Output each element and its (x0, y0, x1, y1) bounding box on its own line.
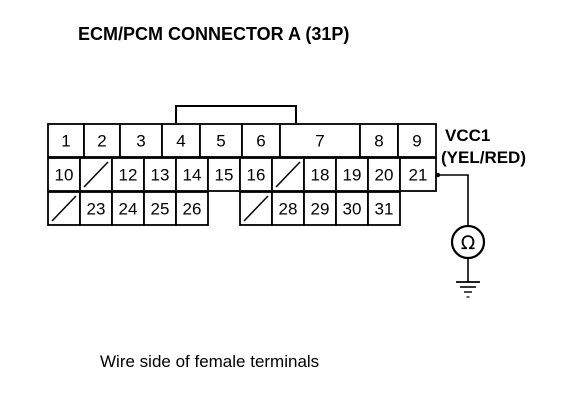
connector-lock-tab (175, 105, 297, 124)
ground-icon (456, 281, 480, 298)
terminal-23: 23 (79, 191, 113, 226)
terminal-number: 21 (409, 166, 428, 185)
terminal-12: 12 (111, 157, 145, 192)
terminal-number: 16 (247, 166, 266, 185)
terminal-number: 5 (216, 132, 225, 151)
terminal-25: 25 (143, 191, 177, 226)
terminal-number: 2 (97, 132, 106, 151)
terminal-number: 18 (311, 166, 330, 185)
terminal-number: 31 (375, 200, 394, 219)
diagram-title: ECM/PCM CONNECTOR A (31P) (78, 24, 349, 44)
terminal-26: 26 (175, 191, 209, 226)
terminal-2: 2 (83, 123, 121, 158)
terminal-18: 18 (303, 157, 337, 192)
empty-cavity (79, 157, 113, 192)
ohm-symbol: Ω (461, 232, 476, 254)
empty-cavity-slash (51, 195, 77, 222)
terminal-number: 29 (311, 200, 330, 219)
terminal-number: 6 (256, 132, 265, 151)
empty-cavity-slash (275, 161, 301, 188)
terminal-5: 5 (199, 123, 243, 158)
terminal-19: 19 (335, 157, 369, 192)
terminal-number: 19 (343, 166, 362, 185)
terminal-16: 16 (239, 157, 273, 192)
terminal-30: 30 (335, 191, 369, 226)
wire-color-label: (YEL/RED) (441, 148, 526, 167)
terminal-1: 1 (47, 123, 85, 158)
terminal-number: 7 (315, 132, 324, 151)
terminal-number: 26 (183, 200, 202, 219)
terminal-15: 15 (207, 157, 241, 192)
terminal-number: 15 (215, 166, 234, 185)
terminal-8: 8 (359, 123, 399, 158)
terminal-number: 25 (151, 200, 170, 219)
terminal-24: 24 (111, 191, 145, 226)
terminal-10: 10 (47, 157, 81, 192)
terminal-6: 6 (241, 123, 281, 158)
terminal-number: 12 (119, 166, 138, 185)
empty-cavity (271, 157, 305, 192)
diagram-caption: Wire side of female terminals (100, 352, 319, 371)
terminal-number: 23 (87, 200, 106, 219)
terminal-9: 9 (397, 123, 437, 158)
terminal-number: 4 (176, 132, 185, 151)
empty-cavity-slash (83, 161, 109, 188)
terminal-number: 28 (279, 200, 298, 219)
terminal-21: 21 (399, 157, 437, 192)
terminal-number: 8 (374, 132, 383, 151)
terminal-28: 28 (271, 191, 305, 226)
terminal-13: 13 (143, 157, 177, 192)
terminal-20: 20 (367, 157, 401, 192)
terminal-number: 14 (183, 166, 202, 185)
terminal-29: 29 (303, 191, 337, 226)
empty-cavity-slash (243, 195, 269, 222)
terminal-number: 30 (343, 200, 362, 219)
terminal-number: 9 (412, 132, 421, 151)
terminal-number: 10 (55, 166, 74, 185)
signal-name: VCC1 (445, 126, 490, 145)
terminal-4: 4 (161, 123, 201, 158)
terminal-number: 3 (136, 132, 145, 151)
probe-lead (438, 174, 469, 226)
empty-cavity (47, 191, 81, 226)
terminal-number: 24 (119, 200, 138, 219)
terminal-number: 1 (61, 132, 70, 151)
terminal-3: 3 (119, 123, 163, 158)
terminal-31: 31 (367, 191, 401, 226)
terminal-14: 14 (175, 157, 209, 192)
empty-cavity (239, 191, 273, 226)
terminal-7: 7 (279, 123, 361, 158)
terminal-number: 13 (151, 166, 170, 185)
terminal-number: 20 (375, 166, 394, 185)
